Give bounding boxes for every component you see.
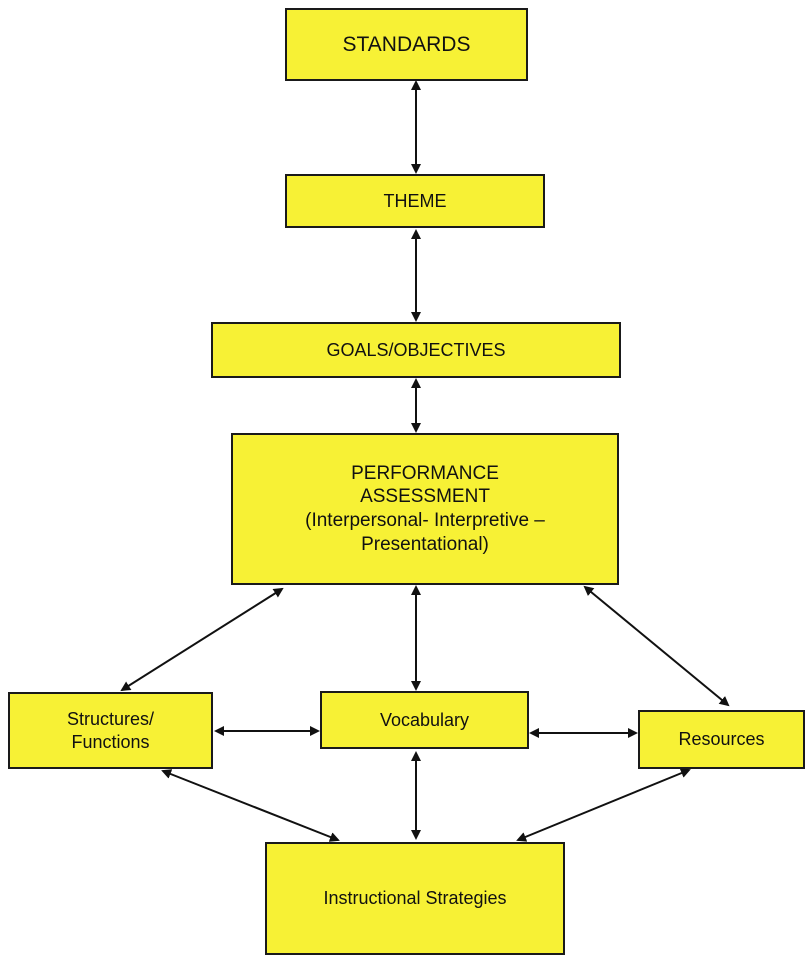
structures-functions-box: Structures/ Functions (8, 692, 213, 769)
goals-objectives-label: GOALS/OBJECTIVES (326, 339, 506, 360)
arrow-performance-structures (120, 587, 284, 692)
vocabulary-box: Vocabulary (320, 691, 529, 749)
theme-box: THEME (285, 174, 545, 228)
arrow-resources-instructional (516, 768, 691, 842)
performance-label-line3: (Interpersonal- Interpretive – (305, 510, 545, 531)
vocabulary-label: Vocabulary (379, 709, 470, 730)
goals-objectives-box: GOALS/OBJECTIVES (211, 322, 621, 378)
standards-label: STANDARDS (342, 32, 471, 56)
standards-box: STANDARDS (285, 8, 528, 81)
resources-box: Resources (638, 710, 805, 769)
structures-label-line2: Functions (71, 731, 150, 752)
performance-label-line4: Presentational) (361, 533, 489, 555)
theme-label: THEME (383, 190, 447, 211)
structures-label-line1: Structures/ (66, 709, 155, 729)
arrow-performance-resources (583, 585, 730, 707)
instructional-strategies-label: Instructional Strategies (323, 888, 507, 908)
performance-label-line1: PERFORMANCE (351, 462, 499, 484)
performance-assessment-box: PERFORMANCE ASSESSMENT (Interpersonal- I… (231, 433, 619, 585)
performance-label-line2: ASSESSMENT (360, 486, 490, 508)
resources-label: Resources (678, 729, 765, 749)
arrow-structures-instructional (161, 769, 340, 842)
instructional-strategies-box: Instructional Strategies (265, 842, 565, 955)
